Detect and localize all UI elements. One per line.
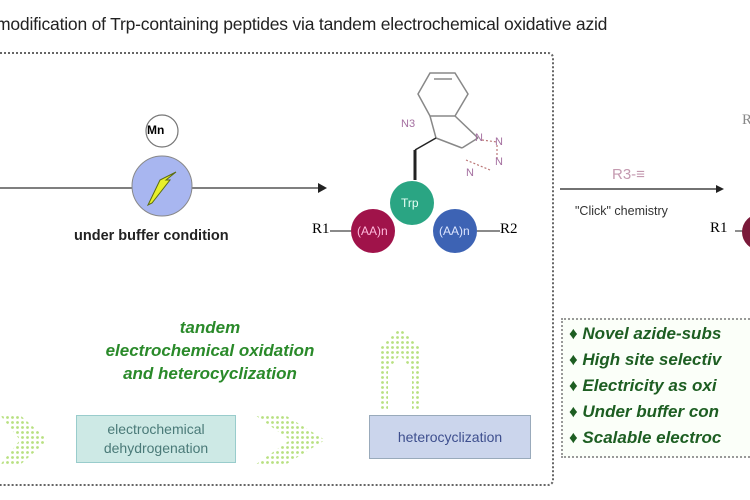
feature-item: ♦ Under buffer con [569,402,720,421]
feature-item: ♦ Novel azide-subs [569,324,722,343]
feature-text: Novel azide-subs [582,324,722,343]
click-label: "Click" chemistry [575,204,668,218]
feature-text: High site selectiv [582,350,722,369]
aa-right-bead [433,209,477,253]
feature-item: ♦ Scalable electroc [569,428,722,447]
aa-right-label: (AA)n [439,224,470,238]
chevron-arrow-icon [255,415,325,465]
n-label: N [495,156,503,168]
r2-label: R2 [500,221,518,237]
product-structure [413,72,479,180]
reaction-arrowhead [318,183,327,193]
up-chevron-arrow-icon [380,328,420,410]
figure-title: modification of Trp-containing peptides … [0,14,608,34]
step1-line: electrochemical [107,421,205,437]
lightning-bolt-icon [146,171,177,207]
aa-left-bead [351,209,395,253]
tandem-line: tandem [179,318,241,337]
step-heterocyclization: heterocyclization [369,415,531,459]
n-label: N [495,136,503,148]
tandem-line: electrochemical oxidation [105,341,315,360]
feature-text: Under buffer con [582,402,720,421]
mn-label: Mn [147,123,165,137]
r1-label: R1 [312,221,330,237]
r1-product-label: R1 [710,220,728,236]
alkyne-reagent: R3-≡ [612,166,645,183]
feature-text: Scalable electroc [582,428,722,447]
azide-label: N3 [401,118,416,130]
mechanism-panel [0,52,554,486]
trp-bead [390,181,434,225]
n-label: N [475,132,483,144]
tandem-line: and heterocyclization [123,364,297,383]
click-arrowhead [716,185,724,193]
features-panel: ♦ Novel azide-subs ♦ High site selectiv … [561,318,750,458]
product-bead-partial [742,217,750,247]
partial-r-label: R [742,112,750,128]
tandem-description: tandem electrochemical oxidation and het… [60,316,360,385]
step1-line: dehydrogenation [103,440,209,456]
feature-item: ♦ Electricity as oxi [569,376,717,395]
aa-left-label: (AA)n [357,224,388,238]
feature-text: Electricity as oxi [582,376,717,395]
trp-label: Trp [401,196,419,210]
step-dehydrogenation: electrochemical dehydrogenation [76,415,236,463]
n-label: N [466,167,474,179]
mn-catalyst-circle [145,114,179,148]
condition-label: under buffer condition [74,228,229,244]
feature-item: ♦ High site selectiv [569,350,722,369]
step2-label: heterocyclization [397,428,503,445]
chevron-arrow-icon [0,415,48,465]
